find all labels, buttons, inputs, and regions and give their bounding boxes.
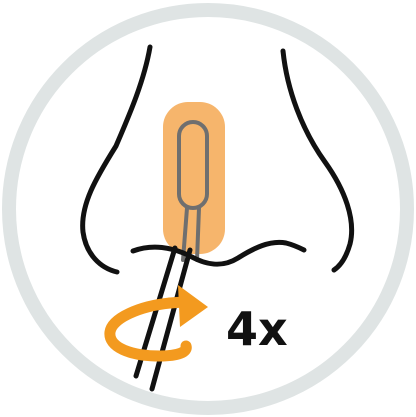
swab-highlight <box>163 102 225 254</box>
repeat-count-label: 4x <box>226 302 288 356</box>
